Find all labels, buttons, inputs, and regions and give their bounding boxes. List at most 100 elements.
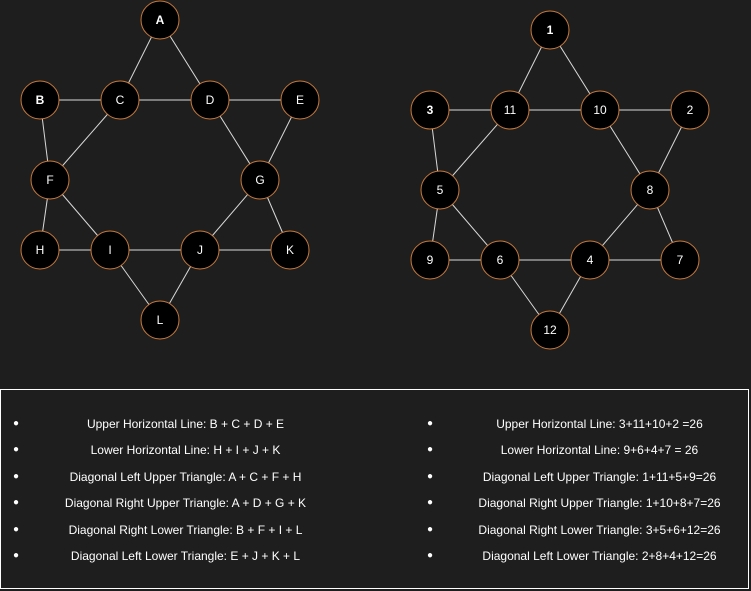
- node-circle: [630, 170, 670, 210]
- node-label: D: [206, 93, 215, 107]
- right-star: 1 3 11 10 2 5 8 9 6 4 7 12: [410, 10, 710, 350]
- legend-panel: ● Upper Horizontal Line: B + C + D + E ● L…: [0, 389, 749, 589]
- bullet: ●: [13, 418, 20, 429]
- legend-left-item: ●Diagonal Right Upper Triangle: A + D + …: [9, 493, 359, 513]
- left-node-J: J: [180, 230, 220, 270]
- node-label: F: [46, 173, 53, 187]
- node-label: B: [36, 93, 45, 107]
- left-node-C: C: [100, 80, 140, 120]
- bullet: ●: [427, 418, 434, 429]
- node-circle: [100, 80, 140, 120]
- node-label: J: [197, 243, 203, 257]
- left-node-F: F: [30, 160, 70, 200]
- legend-left-item: ● Diagonal Right Lower Triangle: B + F + …: [9, 520, 359, 540]
- node-circle: [570, 240, 610, 280]
- node-label: E: [296, 93, 304, 107]
- node-circle: [480, 240, 520, 280]
- node-label: C: [116, 93, 125, 107]
- legend-right-text: Diagonal Right Upper Triangle: 1+10+8+7=…: [478, 496, 721, 510]
- node-label: 8: [647, 183, 654, 197]
- left-node-I: I: [90, 230, 130, 270]
- legend-left-item: ● Lower Horizontal Line: H + I + J + K: [9, 440, 359, 460]
- bullet: ●: [13, 524, 20, 535]
- right-node-9: 9: [410, 240, 450, 280]
- legend-right-text: Diagonal Left Upper Triangle: 1+11+5+9=2…: [482, 470, 717, 484]
- bullet: ●: [427, 524, 434, 535]
- node-circle: [490, 90, 530, 130]
- node-circle: [20, 230, 60, 270]
- node-circle: [140, 300, 180, 340]
- right-node-12: 12: [530, 310, 570, 350]
- bullet: ●: [427, 444, 434, 455]
- legend-right-item: ● Lower Horizontal Line: 9+6+4+7 = 26: [423, 440, 751, 460]
- right-node-11: 11: [490, 90, 530, 130]
- node-label: G: [255, 173, 264, 187]
- bullet: ●: [13, 471, 20, 482]
- legend-right-item: ● Diagonal Right Lower Triangle: 3+5+6+12…: [423, 520, 751, 540]
- legend-left-item: ● Diagonal Left Upper Triangle: A + C + F…: [9, 467, 359, 487]
- node-label: 4: [587, 253, 594, 267]
- node-label: L: [157, 313, 164, 327]
- node-label: 6: [497, 253, 504, 267]
- left-node-H: H: [20, 230, 60, 270]
- right-node-3: 3: [410, 90, 450, 130]
- bullet: ●: [427, 497, 434, 508]
- legend-left-item: ● Upper Horizontal Line: B + C + D + E: [9, 414, 359, 434]
- bullet: ●: [13, 497, 20, 508]
- legend-right-text: Upper Horizontal Line: 3+11+10+2 =26: [496, 417, 703, 431]
- node-circle: [270, 230, 310, 270]
- legend-right-item: ● Upper Horizontal Line: 3+11+10+2 =26: [423, 414, 751, 434]
- node-circle: [190, 80, 230, 120]
- node-label: 7: [677, 253, 684, 267]
- legend-left-text: Diagonal Left Upper Triangle: A + C + F …: [69, 470, 302, 484]
- node-label: A: [156, 13, 165, 27]
- right-node-8: 8: [630, 170, 670, 210]
- node-circle: [530, 310, 570, 350]
- node-label: 12: [543, 323, 557, 337]
- left-node-L: L: [140, 300, 180, 340]
- bullet: ●: [13, 444, 20, 455]
- node-circle: [580, 90, 620, 130]
- node-label: 5: [437, 183, 444, 197]
- node-label: H: [36, 243, 45, 257]
- node-circle: [670, 90, 710, 130]
- bullet: ●: [427, 471, 434, 482]
- left-node-E: E: [280, 80, 320, 120]
- legend-right-text: Diagonal Left Lower Triangle: 2+8+4+12=2…: [482, 549, 717, 563]
- legend-right-item: ● Diagonal Left Upper Triangle: 1+11+5+9=…: [423, 467, 751, 487]
- right-node-1: 1: [530, 10, 570, 50]
- node-label: 3: [427, 103, 434, 117]
- left-node-D: D: [190, 80, 230, 120]
- left-node-B: B: [20, 80, 60, 120]
- right-node-2: 2: [670, 90, 710, 130]
- legend-right-text: Diagonal Right Lower Triangle: 3+5+6+12=…: [478, 523, 721, 537]
- legend-right-text: Lower Horizontal Line: 9+6+4+7 = 26: [500, 443, 699, 457]
- node-label: 9: [427, 253, 434, 267]
- legend-left-text: Lower Horizontal Line: H + I + J + K: [90, 443, 281, 457]
- right-node-7: 7: [660, 240, 700, 280]
- node-circle: [420, 170, 460, 210]
- node-label: 11: [504, 103, 517, 117]
- node-label: I: [108, 243, 111, 257]
- bullet: ●: [427, 550, 434, 561]
- legend-left-item: ●Diagonal Left Lower Triangle: E + J + K…: [9, 546, 359, 566]
- node-circle: [90, 230, 130, 270]
- node-label: 10: [593, 103, 607, 117]
- node-circle: [180, 230, 220, 270]
- legend-left-text: Diagonal Right Lower Triangle: B + F + I…: [68, 523, 303, 537]
- legend-left-text: Diagonal Left Lower Triangle: E + J + K …: [70, 549, 301, 563]
- node-label: 2: [687, 103, 694, 117]
- node-circle: [280, 80, 320, 120]
- right-node-10: 10: [580, 90, 620, 130]
- node-circle: [240, 160, 280, 200]
- left-node-A: A: [140, 0, 180, 40]
- node-circle: [660, 240, 700, 280]
- legend-left-text: Upper Horizontal Line: B + C + D + E: [86, 417, 285, 431]
- node-circle: [30, 160, 70, 200]
- right-node-4: 4: [570, 240, 610, 280]
- node-circle: [410, 90, 450, 130]
- legend-right-item: ● Diagonal Right Upper Triangle: 1+10+8+7…: [423, 493, 751, 513]
- left-node-G: G: [240, 160, 280, 200]
